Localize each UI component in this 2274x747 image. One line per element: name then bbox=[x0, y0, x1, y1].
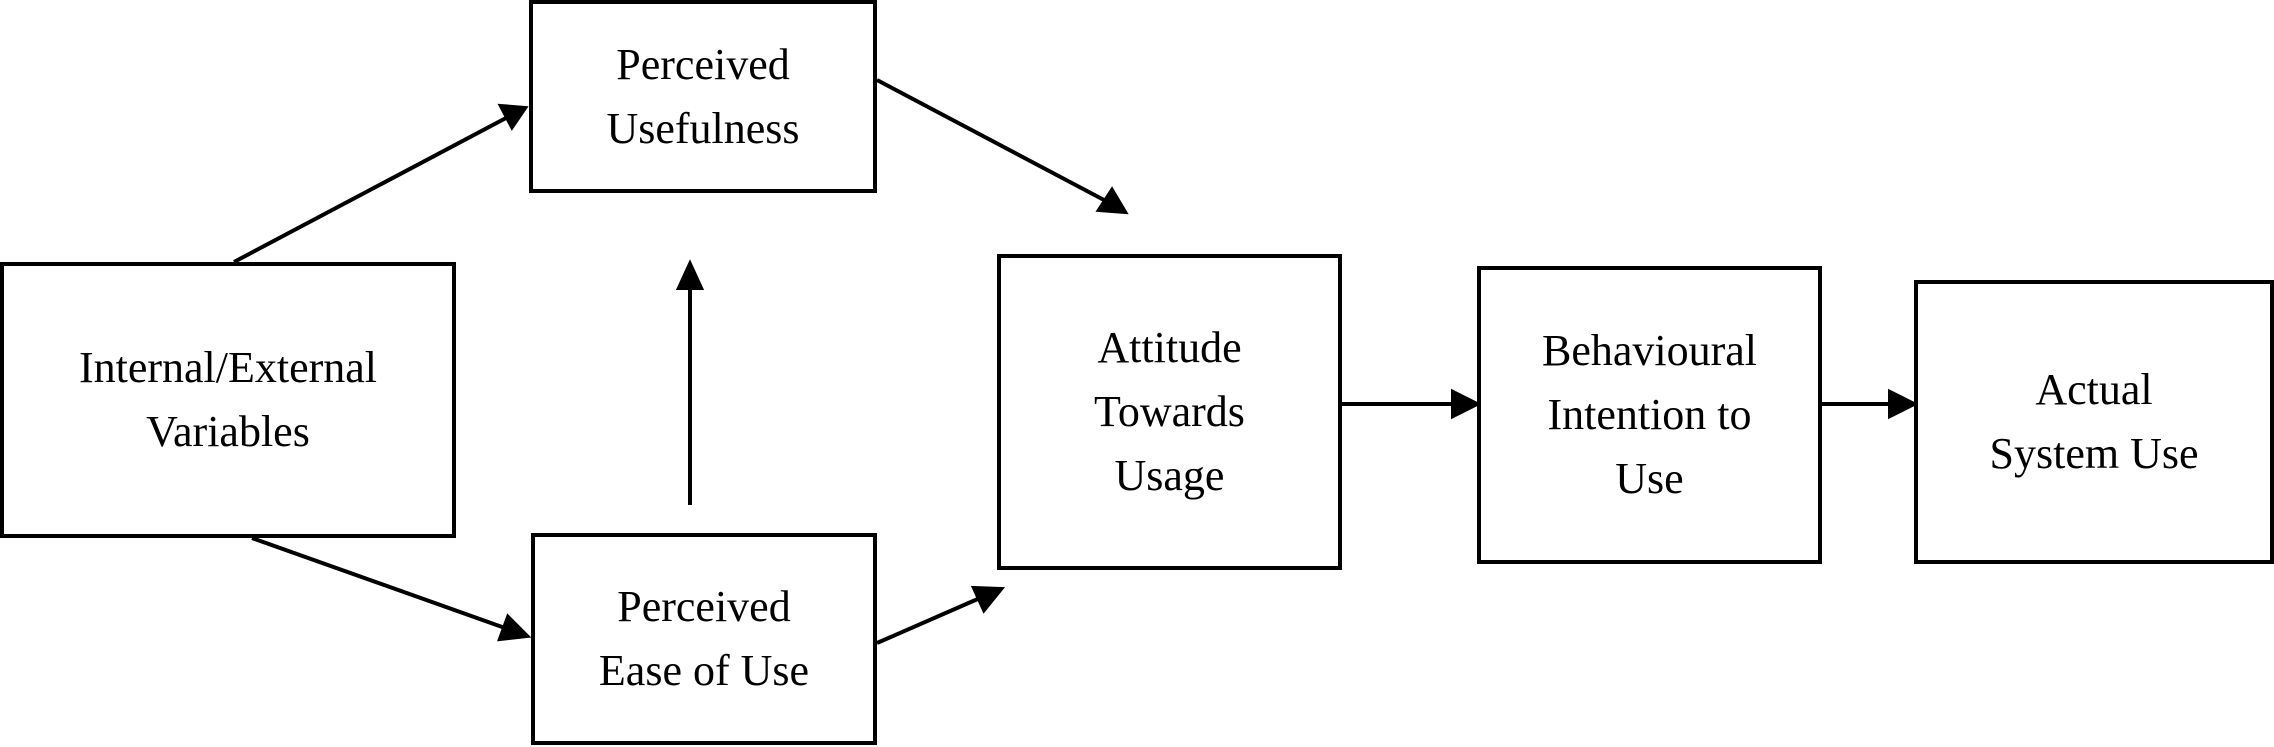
node-label-actual-system-use: Actual System Use bbox=[1989, 365, 2199, 478]
node-internal-external-variables: Internal/External Variables bbox=[0, 262, 456, 538]
arrowhead-external-to-usefulness bbox=[497, 103, 529, 131]
node-label-perceived-usefulness: Perceived Usefulness bbox=[606, 39, 800, 153]
node-label-behavioural-intention: Behavioural Intention to Use bbox=[1541, 326, 1758, 503]
node-label-attitude-towards-usage: Attitude Towards Usage bbox=[1094, 323, 1245, 500]
arrowhead-ease-of-use-to-usefulness bbox=[675, 259, 705, 290]
edge-external-to-usefulness bbox=[233, 116, 507, 264]
arrowhead-intention-to-actual-use bbox=[1888, 388, 1919, 420]
node-perceived-usefulness: Perceived Usefulness bbox=[529, 0, 877, 193]
node-actual-system-use: Actual System Use bbox=[1914, 280, 2274, 564]
arrowhead-usefulness-to-attitude bbox=[1095, 186, 1129, 215]
edge-external-to-ease-of-use bbox=[251, 536, 506, 630]
node-behavioural-intention: Behavioural Intention to Use bbox=[1477, 266, 1822, 564]
node-label-internal-external-variables: Internal/External Variables bbox=[78, 343, 378, 456]
node-perceived-ease-of-use: Perceived Ease of Use bbox=[531, 533, 877, 745]
node-label-perceived-ease-of-use: Perceived Ease of Use bbox=[598, 582, 810, 695]
node-attitude-towards-usage: Attitude Towards Usage bbox=[997, 254, 1342, 570]
arrowhead-ease-of-use-to-attitude bbox=[970, 585, 1006, 614]
edge-ease-of-use-to-attitude bbox=[876, 596, 981, 645]
arrowhead-attitude-to-intention bbox=[1451, 388, 1482, 420]
edge-usefulness-to-attitude bbox=[876, 78, 1105, 202]
arrowhead-external-to-ease-of-use bbox=[497, 613, 532, 642]
